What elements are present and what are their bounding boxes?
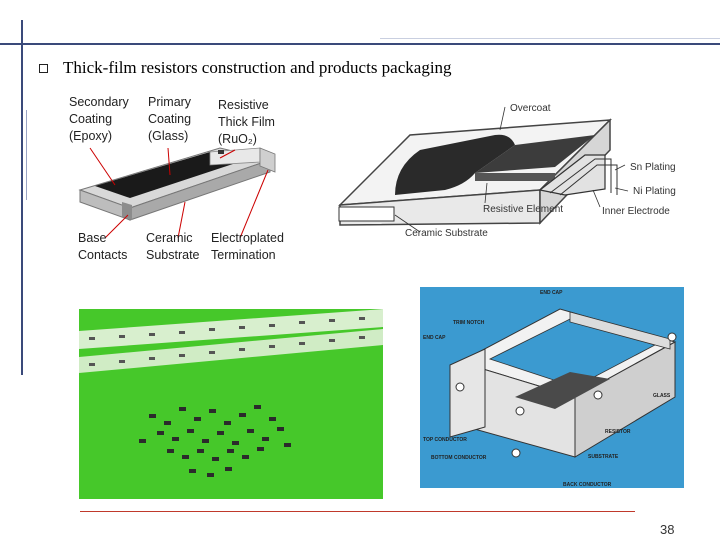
label-resistor: RESISTOR — [605, 429, 631, 435]
chip-cross-section-figure: Overcoat Sn Plating Ni Plating Resistive… — [325, 95, 715, 245]
thick-film-construction-figure: Secondary Coating (Epoxy) Primary Coatin… — [60, 90, 310, 270]
left-vertical-rule-faint — [26, 110, 27, 200]
bullet-icon — [39, 64, 48, 73]
label-overcoat: Overcoat — [510, 103, 551, 114]
label-ceramic-substrate-2: Ceramic Substrate — [405, 228, 488, 239]
label-top-conductor: TOP CONDUCTOR — [423, 437, 467, 443]
label-substrate: SUBSTRATE — [588, 454, 619, 460]
label-primary-coating: Primary Coating (Glass) — [148, 95, 192, 143]
label-back-conductor: BACK CONDUCTOR — [563, 482, 612, 488]
chip-layers-diagram: END CAP TRIM NOTCH END CAP GLASS RESISTO… — [420, 287, 684, 488]
label-end-cap-left: END CAP — [423, 335, 446, 341]
slide-bullet-text: Thick-film resistors construction and pr… — [63, 58, 452, 77]
top-rule-line — [0, 43, 720, 45]
label-glass: GLASS — [653, 393, 671, 399]
page-number: 38 — [660, 522, 675, 537]
top-rule-faint — [380, 38, 720, 39]
label-end-cap-top: END CAP — [540, 290, 563, 296]
cross-section-illustration — [338, 106, 629, 233]
footer-rule — [80, 511, 635, 512]
packaging-photo — [79, 309, 383, 499]
chip-illustration — [78, 147, 276, 239]
label-trim-notch: TRIM NOTCH — [453, 320, 485, 326]
label-inner-electrode: Inner Electrode — [602, 206, 670, 217]
label-sn-plating: Sn Plating — [630, 162, 676, 173]
left-vertical-rule — [21, 20, 23, 375]
label-secondary-coating: Secondary Coating (Epoxy) — [69, 95, 129, 143]
tape-and-chips-illustration — [79, 309, 383, 499]
label-ceramic-substrate: Ceramic Substrate — [146, 231, 200, 262]
label-base-contacts: Base Contacts — [78, 231, 128, 262]
layers-illustration — [420, 287, 684, 488]
label-ni-plating: Ni Plating — [633, 186, 676, 197]
label-resistive-element: Resistive Element — [483, 204, 564, 215]
label-bottom-conductor: BOTTOM CONDUCTOR — [431, 455, 487, 461]
label-resistive-thick-film: Resistive Thick Film (RuO₂) — [218, 98, 275, 146]
label-electroplated-termination: Electroplated Termination — [211, 231, 284, 262]
